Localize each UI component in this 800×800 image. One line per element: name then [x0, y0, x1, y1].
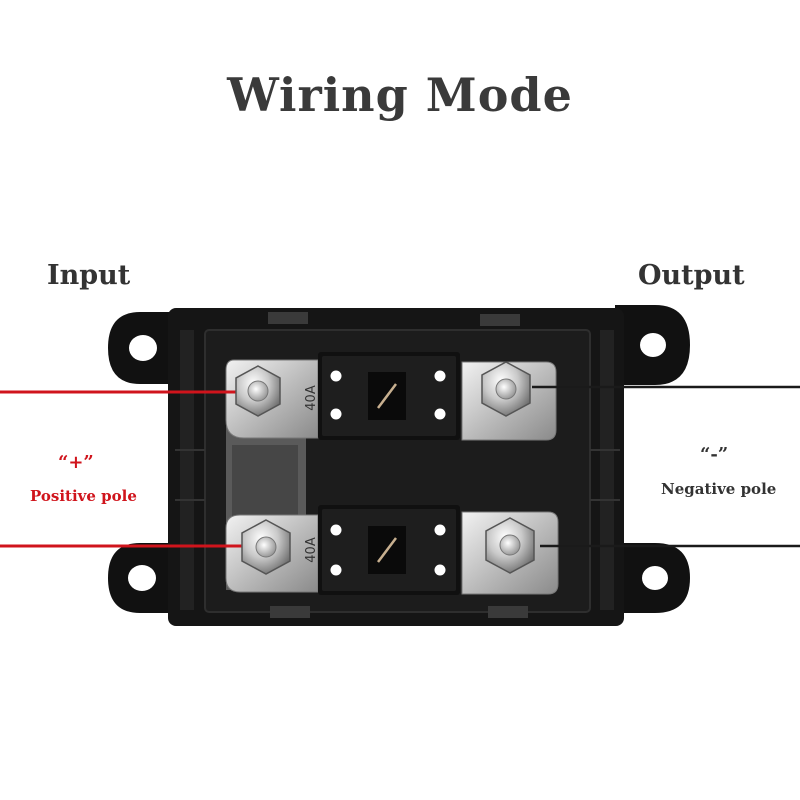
fuse-bottom-rating: 40A [304, 537, 319, 563]
mounting-ear-bottom-right [615, 543, 690, 613]
positive-pole-label: Positive pole [30, 487, 137, 505]
negative-pole-label: Negative pole [661, 480, 777, 498]
input-label: Input [47, 260, 131, 291]
terminal-nut-top-right [481, 361, 531, 417]
mounting-ear-top-left [108, 312, 175, 384]
output-label: Output [638, 260, 745, 291]
terminal-nut-bottom-left [241, 519, 291, 575]
terminal-nut-top-left [235, 365, 281, 417]
terminal-nut-bottom-right [485, 517, 535, 574]
mounting-ear-bottom-left [108, 543, 178, 613]
fuse-top: 40A [304, 352, 460, 440]
mounting-ear-top-right [615, 305, 690, 385]
negative-pole-symbol: “-” [700, 444, 729, 465]
fuse-top-rating: 40A [304, 385, 319, 411]
fuse-bottom: 40A [304, 505, 460, 595]
positive-pole-symbol: “+” [58, 452, 94, 473]
diagram-title: Wiring Mode [227, 68, 573, 122]
